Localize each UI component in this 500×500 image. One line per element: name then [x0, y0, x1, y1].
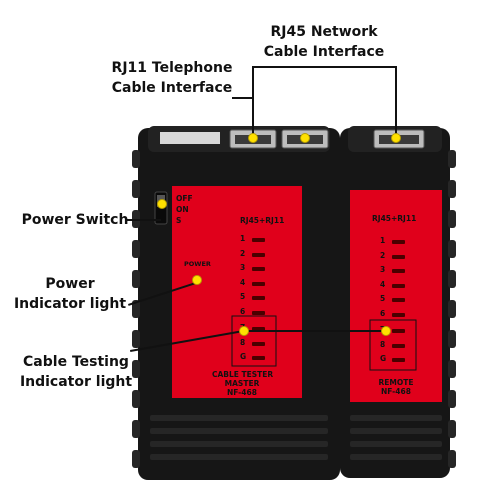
master-led-label-g: G [240, 352, 247, 361]
master-footer-line-1: CABLE TESTER [212, 370, 274, 379]
master-port-header: RJ45+RJ11 [240, 216, 285, 225]
power-switch-callout-line [125, 219, 161, 221]
remote-led-label-5: 5 [380, 294, 386, 303]
switch-label-off: OFF [176, 194, 193, 203]
remote-led-g [392, 358, 405, 362]
rj45-marker-dot-master [300, 133, 310, 143]
rj45-marker-dot-remote [391, 133, 401, 143]
master-led-label-3: 3 [240, 263, 246, 272]
power-switch-marker-dot [157, 199, 167, 209]
remote-led-8 [392, 343, 405, 348]
rj45-callout-line-right [395, 66, 397, 136]
remote-led-label-4: 4 [380, 279, 386, 289]
remote-led-label-2: 2 [380, 250, 386, 260]
rj11-marker-dot [248, 133, 258, 143]
switch-label-on: ON [176, 205, 189, 214]
master-led-group-box [231, 315, 277, 367]
master-led-6 [252, 310, 265, 315]
master-led-label-1: 1 [240, 234, 246, 243]
power-indicator-callout-label: Power Indicator light [10, 274, 130, 314]
remote-led-4 [392, 283, 405, 288]
master-led-g [252, 356, 265, 360]
master-footer-line-3: NF-468 [227, 388, 257, 397]
remote-led-3 [392, 269, 405, 273]
master-led-label-6: 6 [240, 306, 246, 316]
master-led-4 [252, 281, 265, 286]
rj45-callout-line-left [252, 66, 254, 136]
rj11-callout-line-h [232, 97, 254, 99]
switch-label-s: S [176, 216, 182, 225]
remote-led-5 [392, 298, 405, 302]
rj11-callout-label: RJ11 Telephone Cable Interface [104, 58, 240, 98]
remote-red-panel [350, 190, 442, 402]
remote-led-6 [392, 312, 405, 317]
remote-led-2 [392, 254, 405, 259]
master-red-panel [172, 186, 302, 398]
master-footer-line-2: MASTER [224, 379, 260, 388]
master-led-label-4: 4 [240, 277, 246, 287]
master-power-label: POWER [184, 260, 211, 268]
master-led-label-2: 2 [240, 248, 246, 258]
remote-right-grip [448, 150, 456, 468]
power-indicator-marker-dot [192, 275, 202, 285]
remote-led-7 [392, 329, 405, 333]
remote-led-label-1: 1 [380, 236, 386, 245]
remote-led-group-box [369, 319, 417, 371]
remote-led-label-3: 3 [380, 265, 386, 274]
rj11-callout-line2: Cable Interface [111, 80, 233, 96]
cable-test-marker-dot-master [239, 326, 249, 336]
master-led-label-8: 8 [240, 337, 246, 347]
master-led-7 [252, 327, 265, 331]
rj11-callout-line1: RJ11 Telephone [111, 60, 233, 76]
rj45-callout-line2: Cable Interface [263, 44, 385, 60]
remote-led-label-8: 8 [380, 339, 386, 349]
remote-led-label-g: G [380, 354, 387, 363]
master-led-8 [252, 341, 265, 346]
cable-testing-callout-line2: Indicator light [19, 374, 133, 390]
rj45-callout-label: RJ45 Network Cable Interface [254, 22, 394, 62]
remote-led-1 [392, 240, 405, 244]
cable-testing-callout-line1: Cable Testing [23, 354, 129, 370]
master-led-1 [252, 238, 265, 242]
remote-footer-line-1: REMOTE [378, 378, 414, 387]
remote-led-label-6: 6 [380, 308, 386, 318]
power-indicator-callout-line1: Power [45, 276, 95, 292]
master-led-3 [252, 267, 265, 271]
cable-test-marker-dot-remote [381, 326, 391, 336]
cable-testing-callout-label: Cable Testing Indicator light [16, 352, 136, 392]
master-led-5 [252, 296, 265, 300]
rj45-callout-line-top [253, 66, 396, 68]
rj45-callout-line1: RJ45 Network [270, 24, 378, 40]
master-sticker [160, 132, 220, 144]
power-switch-callout-label: Power Switch [21, 212, 129, 228]
master-led-label-5: 5 [240, 292, 246, 301]
power-indicator-callout-line2: Indicator light [13, 296, 127, 312]
cable-testing-callout-line-b [244, 330, 386, 332]
remote-footer-line-2: NF-468 [381, 387, 411, 396]
master-led-2 [252, 252, 265, 257]
remote-port-header: RJ45+RJ11 [372, 214, 417, 223]
